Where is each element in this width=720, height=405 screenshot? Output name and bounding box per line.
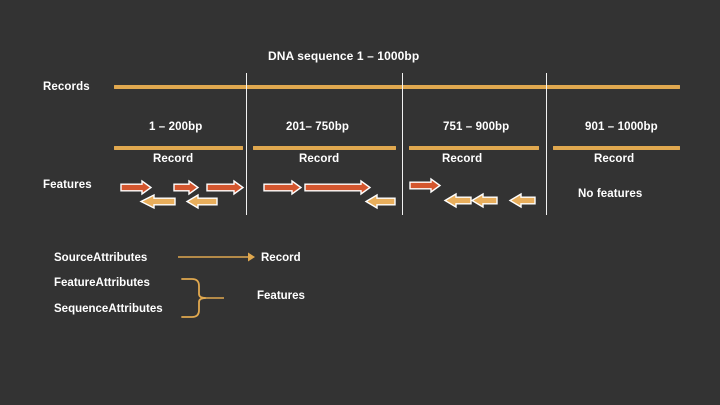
record-divider-2 <box>402 73 404 215</box>
record-divider-1 <box>246 73 248 215</box>
reverse-feature-arrow <box>185 193 218 210</box>
record-range-label: 901 – 1000bp <box>585 121 658 133</box>
record-caption: Record <box>442 153 483 165</box>
record-caption: Record <box>299 153 340 165</box>
forward-feature-arrow <box>263 179 303 196</box>
record-caption: Record <box>594 153 635 165</box>
legend-source-attributes: SourceAttributes <box>54 252 148 264</box>
page-title: DNA sequence 1 – 1000bp <box>268 49 420 63</box>
records-row-label: Records <box>43 81 90 93</box>
forward-feature-arrow <box>120 179 153 196</box>
reverse-feature-arrow <box>508 192 536 209</box>
record-bar <box>114 146 243 150</box>
reverse-feature-arrow <box>139 193 176 210</box>
record-bar <box>253 146 396 150</box>
features-row-label: Features <box>43 179 92 191</box>
record-divider-3 <box>546 73 548 215</box>
forward-feature-arrow <box>173 179 200 196</box>
forward-feature-arrow <box>206 179 245 196</box>
record-range-label: 751 – 900bp <box>443 121 510 133</box>
no-features-label: No features <box>578 188 643 200</box>
legend-sequence-attributes: SequenceAttributes <box>54 303 163 315</box>
record-range-label: 1 – 200bp <box>149 121 203 133</box>
forward-feature-arrow <box>409 177 442 194</box>
record-range-label: 201– 750bp <box>286 121 350 133</box>
legend-record-target: Record <box>261 252 301 264</box>
legend-features-target: Features <box>257 290 305 302</box>
dna-sequence-bar <box>114 85 680 89</box>
legend-record-arrow-icon <box>178 251 256 263</box>
record-bar <box>553 146 680 150</box>
forward-feature-arrow <box>304 179 372 196</box>
reverse-feature-arrow <box>470 192 498 209</box>
legend-brace-icon <box>180 277 252 319</box>
reverse-feature-arrow <box>443 192 472 209</box>
reverse-feature-arrow <box>364 193 396 210</box>
record-caption: Record <box>153 153 194 165</box>
record-bar <box>409 146 539 150</box>
legend-feature-attributes: FeatureAttributes <box>54 277 150 289</box>
